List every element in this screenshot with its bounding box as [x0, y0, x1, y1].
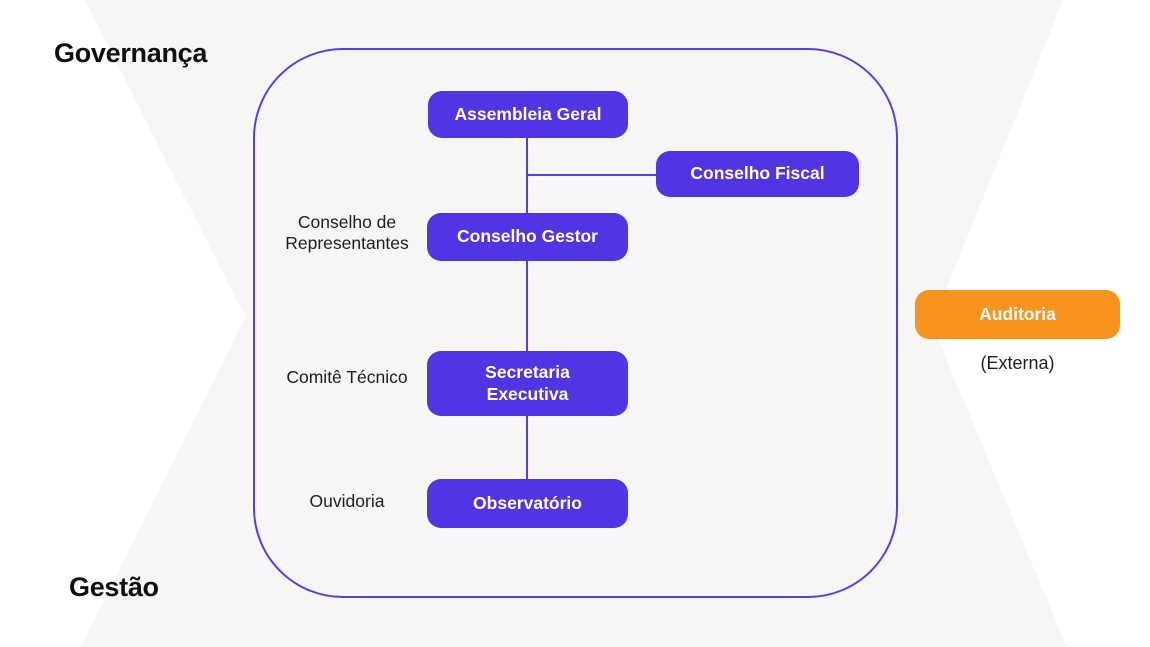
management-zone-title: Gestão — [69, 572, 159, 602]
governance-boundary-frame — [253, 48, 898, 598]
governance-zone-title: Governança — [54, 38, 208, 68]
node-auditoria: Auditoria — [915, 290, 1120, 339]
label-conselho-de-representantes: Conselho de Representantes — [285, 212, 409, 254]
label-comite-tecnico: Comitê Técnico — [286, 367, 408, 387]
connector-horizontal-fiscal — [527, 174, 657, 176]
node-conselho-gestor: Conselho Gestor — [427, 213, 628, 261]
connector-vertical-main — [526, 137, 528, 481]
node-observatorio: Observatório — [427, 479, 628, 528]
label-ouvidoria: Ouvidoria — [309, 491, 385, 511]
node-conselho-fiscal: Conselho Fiscal — [656, 151, 859, 197]
label-auditoria-externa: (Externa) — [980, 353, 1055, 373]
node-assembleia-geral: Assembleia Geral — [428, 91, 628, 138]
node-secretaria-executiva: Secretaria Executiva — [427, 351, 628, 416]
